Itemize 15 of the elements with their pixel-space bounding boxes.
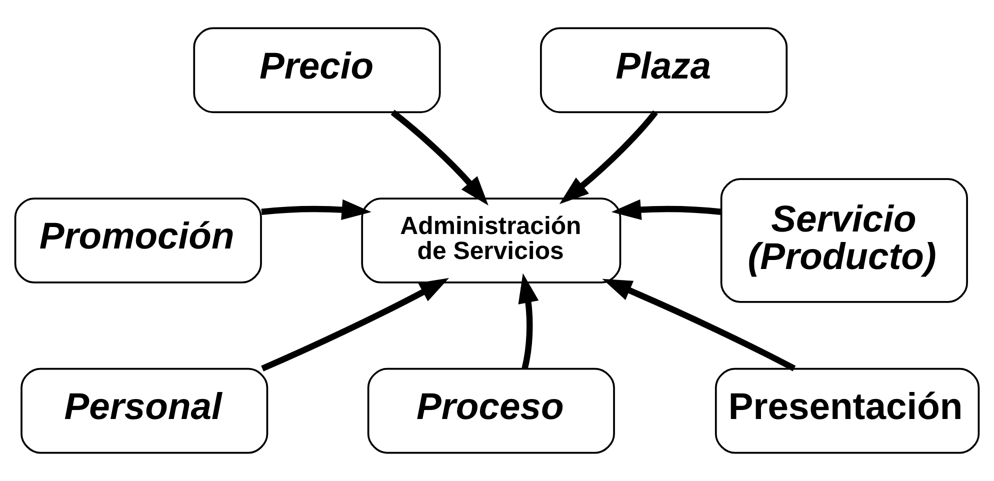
node-box: Presentación	[714, 368, 980, 454]
node-box: Proceso	[367, 368, 615, 454]
arrow	[559, 110, 658, 204]
node-box: Administración de Servicios	[361, 198, 622, 284]
arrow	[261, 199, 372, 220]
arrow	[602, 278, 796, 372]
node-box: Promoción	[14, 198, 262, 284]
node-box: Precio	[193, 27, 441, 114]
node-box: Personal	[20, 368, 268, 454]
node-box: Plaza	[540, 27, 788, 114]
arrow	[261, 278, 450, 372]
arrow	[518, 273, 539, 370]
arrow	[611, 199, 722, 220]
node-box: Servicio (Producto)	[720, 178, 968, 303]
arrow	[390, 110, 488, 206]
